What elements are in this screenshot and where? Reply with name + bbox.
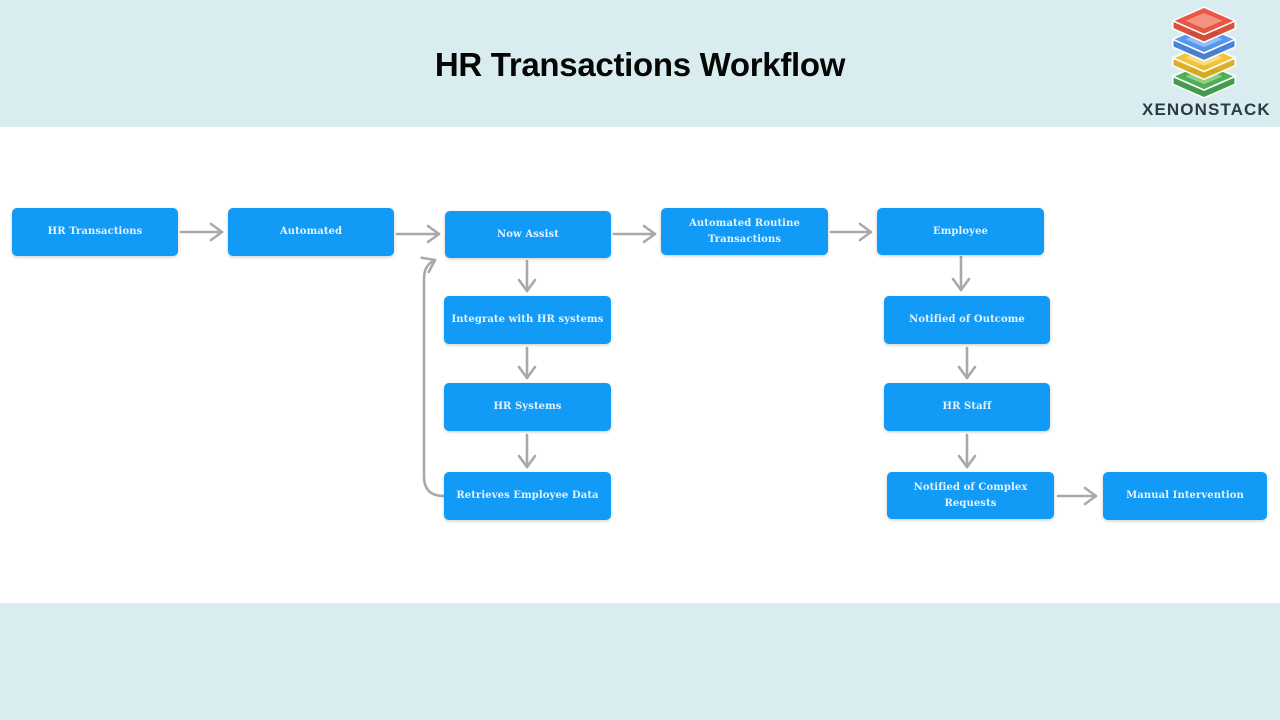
node-hr-systems: HR Systems — [444, 383, 611, 431]
node-label: HR Staff — [942, 401, 992, 412]
node-label: Now Assist — [497, 228, 559, 240]
node-notified-of-outcome: Notified of Outcome — [884, 296, 1050, 344]
node-automated-routine-transactions: Automated Routine Transactions — [661, 208, 828, 255]
node-manual-intervention: Manual Intervention — [1103, 472, 1267, 520]
node-hr-transactions: HR Transactions — [12, 208, 178, 256]
node-hr-staff: HR Staff — [884, 383, 1050, 431]
node-label: Automated Routine Transactions — [689, 217, 800, 245]
node-now-assist: Now Assist — [445, 211, 611, 258]
node-label: Manual Intervention — [1126, 490, 1244, 501]
node-label: Notified of Outcome — [909, 314, 1025, 325]
node-label: Integrate with HR systems — [451, 314, 604, 325]
node-integrate-with-hr-systems: Integrate with HR systems — [444, 296, 611, 344]
edge-retrieves-nowassist-loop — [420, 256, 446, 498]
node-notified-of-complex-requests: Notified of Complex Requests — [887, 472, 1054, 519]
header-banner — [0, 0, 1280, 127]
node-label: Retrieves Employee Data — [456, 490, 599, 501]
connector-arrows — [179, 222, 1098, 506]
node-label: Notified of Complex Requests — [913, 481, 1028, 509]
node-label: HR Transactions — [47, 226, 143, 237]
brand-name: XENONSTACK — [1142, 100, 1271, 119]
node-label: Automated — [279, 226, 343, 237]
node-retrieves-employee-data: Retrieves Employee Data — [444, 472, 611, 520]
footer-banner — [0, 603, 1280, 720]
page-title: HR Transactions Workflow — [434, 46, 846, 83]
diagram-canvas: HR Transactions Automated Now Assist Aut… — [0, 127, 1280, 603]
xenonstack-logo: XENONSTACK — [1142, 5, 1271, 120]
node-label: Employee — [933, 225, 988, 237]
node-label: HR Systems — [493, 401, 562, 412]
node-automated: Automated — [228, 208, 394, 256]
layer-stack-icon — [1172, 6, 1236, 99]
node-employee: Employee — [877, 208, 1044, 255]
